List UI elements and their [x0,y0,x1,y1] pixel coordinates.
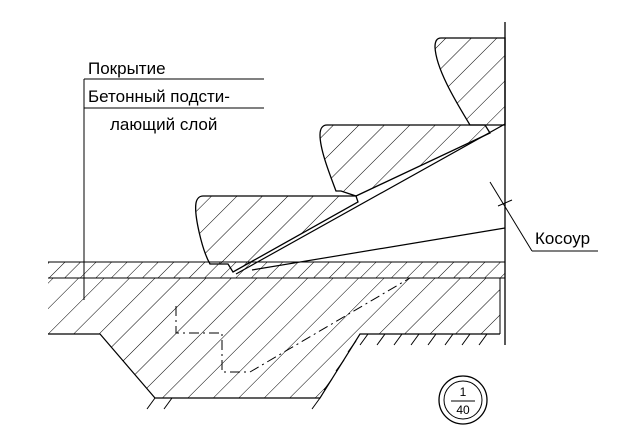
scale-numerator: 1 [460,385,467,399]
scale-badge: 1 40 [438,375,488,425]
covering-layer [48,261,505,279]
label-covering: Покрытие [88,59,166,78]
concrete-base-layer [48,278,501,399]
stair-steps [195,37,506,273]
step-upper [434,37,506,126]
hidden-contour [175,277,411,373]
leader-covering [83,78,264,300]
leader-stringer [489,181,598,252]
label-base-line1: Бетонный подсти- [88,87,230,106]
step-middle [319,124,491,197]
stringer [235,123,506,275]
step-lower [195,195,359,273]
label-base-line2: лающий слой [110,115,217,134]
earth-marks [146,333,488,410]
label-stringer: Косоур [535,229,590,248]
scale-denominator: 40 [456,403,470,417]
